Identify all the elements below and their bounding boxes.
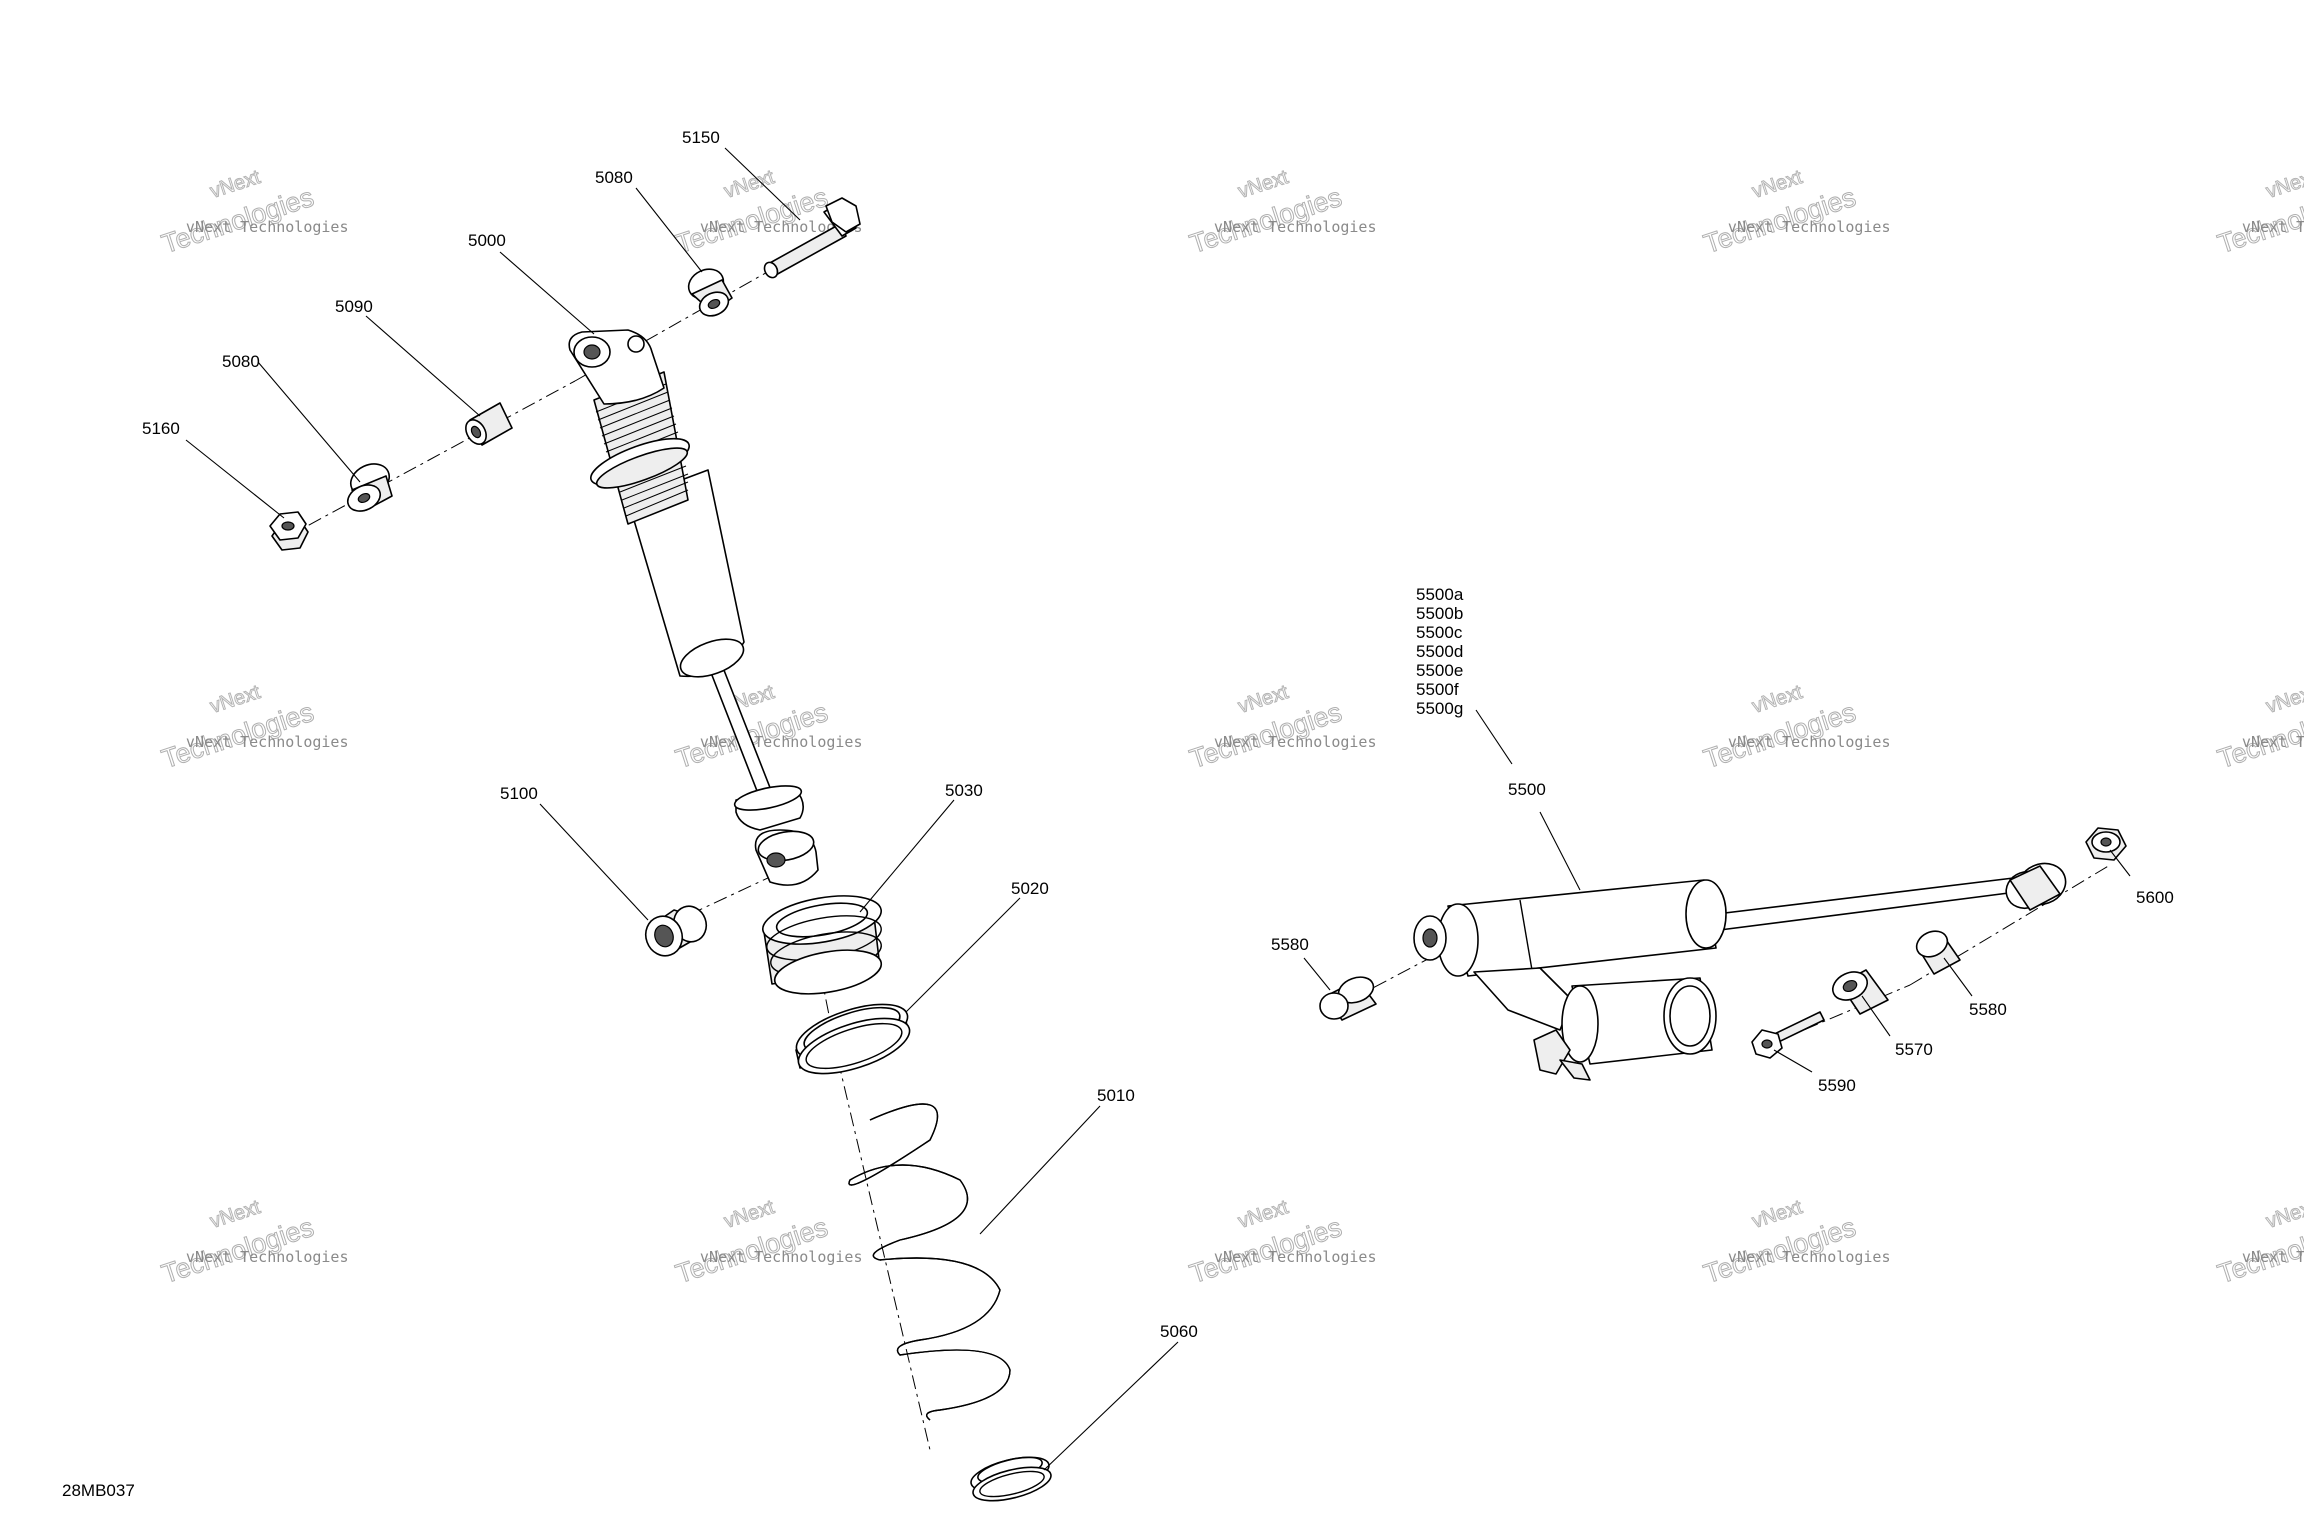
- watermark-text: vNext: [207, 166, 263, 203]
- callout-5020: 5020: [1011, 879, 1049, 898]
- callout-5060: 5060: [1160, 1322, 1198, 1341]
- watermark-text: vNext Technologies: [1214, 1248, 1377, 1266]
- bolt-5150-icon: [763, 197, 861, 279]
- watermark-text: vNext Technologies: [2242, 218, 2304, 236]
- callout-5150: 5150: [682, 128, 720, 147]
- watermark-text: vNext Technologies: [1728, 733, 1891, 751]
- flanged-bushing-5080-left-icon: [346, 463, 393, 512]
- shock-with-reservoir-5500-icon: [1413, 862, 2067, 1081]
- watermark-text: vNext: [2263, 166, 2304, 203]
- watermark-text: vNext Technologies: [700, 733, 863, 751]
- leader-lines: [185, 147, 2131, 1471]
- callout-5500-variants: 5500a 5500b 5500c 5500d 5500e 5500f 5500…: [1416, 585, 1464, 718]
- watermark-text: vNext: [207, 1196, 263, 1233]
- bushing-5580-left-icon: [1319, 976, 1377, 1021]
- watermark-text: vNext Technologies: [1728, 1248, 1891, 1266]
- watermark-text: vNext: [1749, 1196, 1805, 1233]
- watermark-text: vNext: [2263, 681, 2304, 718]
- diagram-code: 28MB037: [62, 1481, 135, 1500]
- lower-eye-icon: [754, 829, 819, 886]
- watermark-text: vNext Technologies: [700, 1248, 863, 1266]
- watermark-text: vNext Technologies: [186, 1248, 349, 1266]
- watermark-text: vNext Technologies: [2242, 733, 2304, 751]
- callout-5010: 5010: [1097, 1086, 1135, 1105]
- bushing-5100-icon: [644, 905, 708, 957]
- nut-5600-icon: [2085, 827, 2127, 861]
- watermark-text: vNext Technologies: [2242, 1248, 2304, 1266]
- watermark-text: vNext: [1749, 166, 1805, 203]
- coil-spring-5010-icon: [848, 1103, 1011, 1421]
- callout-5080-top: 5080: [595, 168, 633, 187]
- callout-5580-left: 5580: [1271, 935, 1309, 954]
- nut-5160-icon: [269, 511, 309, 551]
- watermark-text: vNext Technologies: [1214, 218, 1377, 236]
- spring-seat-5020-icon: [795, 1003, 911, 1075]
- callout-5500e: 5500e: [1416, 661, 1463, 680]
- spacer-5570-icon: [1831, 969, 1889, 1015]
- retainer-clip-5060-icon: [970, 1456, 1052, 1502]
- callout-5500: 5500: [1508, 780, 1546, 799]
- callout-5500f: 5500f: [1416, 680, 1459, 699]
- bushing-5580-right-icon: [1915, 930, 1961, 975]
- watermark-text: vNext Technologies: [700, 218, 863, 236]
- sleeve-5090-icon: [465, 402, 513, 446]
- callout-5500b: 5500b: [1416, 604, 1463, 623]
- callout-5160: 5160: [142, 419, 180, 438]
- watermark-text: vNext Technologies: [186, 733, 349, 751]
- watermark-text: vNext: [1235, 681, 1291, 718]
- flanged-bushing-5080-top-icon: [687, 268, 733, 317]
- adjuster-collar-5030-icon: [761, 895, 883, 995]
- watermark-text: vNext: [721, 1196, 777, 1233]
- callout-5570: 5570: [1895, 1040, 1933, 1059]
- callout-5600: 5600: [2136, 888, 2174, 907]
- watermark-text: vNext: [1749, 681, 1805, 718]
- callout-labels: 5150 5080 5000 5090 5080 5160 5100 5030 …: [142, 128, 2174, 1341]
- watermark-text: vNext: [2263, 1196, 2304, 1233]
- callout-5030: 5030: [945, 781, 983, 800]
- watermark-text: vNext: [1235, 1196, 1291, 1233]
- callout-5500a: 5500a: [1416, 585, 1464, 604]
- callout-5100: 5100: [500, 784, 538, 803]
- callout-5580-right: 5580: [1969, 1000, 2007, 1019]
- callout-5590: 5590: [1818, 1076, 1856, 1095]
- watermark-text: vNext Technologies: [186, 218, 349, 236]
- shock-absorber-5000-icon: [568, 329, 804, 831]
- watermark-text: vNext: [207, 681, 263, 718]
- callout-5500g: 5500g: [1416, 699, 1463, 718]
- callout-5500d: 5500d: [1416, 642, 1463, 661]
- watermark-text: vNext Technologies: [1214, 733, 1377, 751]
- bolt-5590-icon: [1751, 1011, 1825, 1059]
- callout-5500c: 5500c: [1416, 623, 1463, 642]
- callout-5090: 5090: [335, 297, 373, 316]
- watermark-text: vNext Technologies: [1728, 218, 1891, 236]
- callout-5080-left: 5080: [222, 352, 260, 371]
- callout-5000: 5000: [468, 231, 506, 250]
- watermark-text: vNext: [1235, 166, 1291, 203]
